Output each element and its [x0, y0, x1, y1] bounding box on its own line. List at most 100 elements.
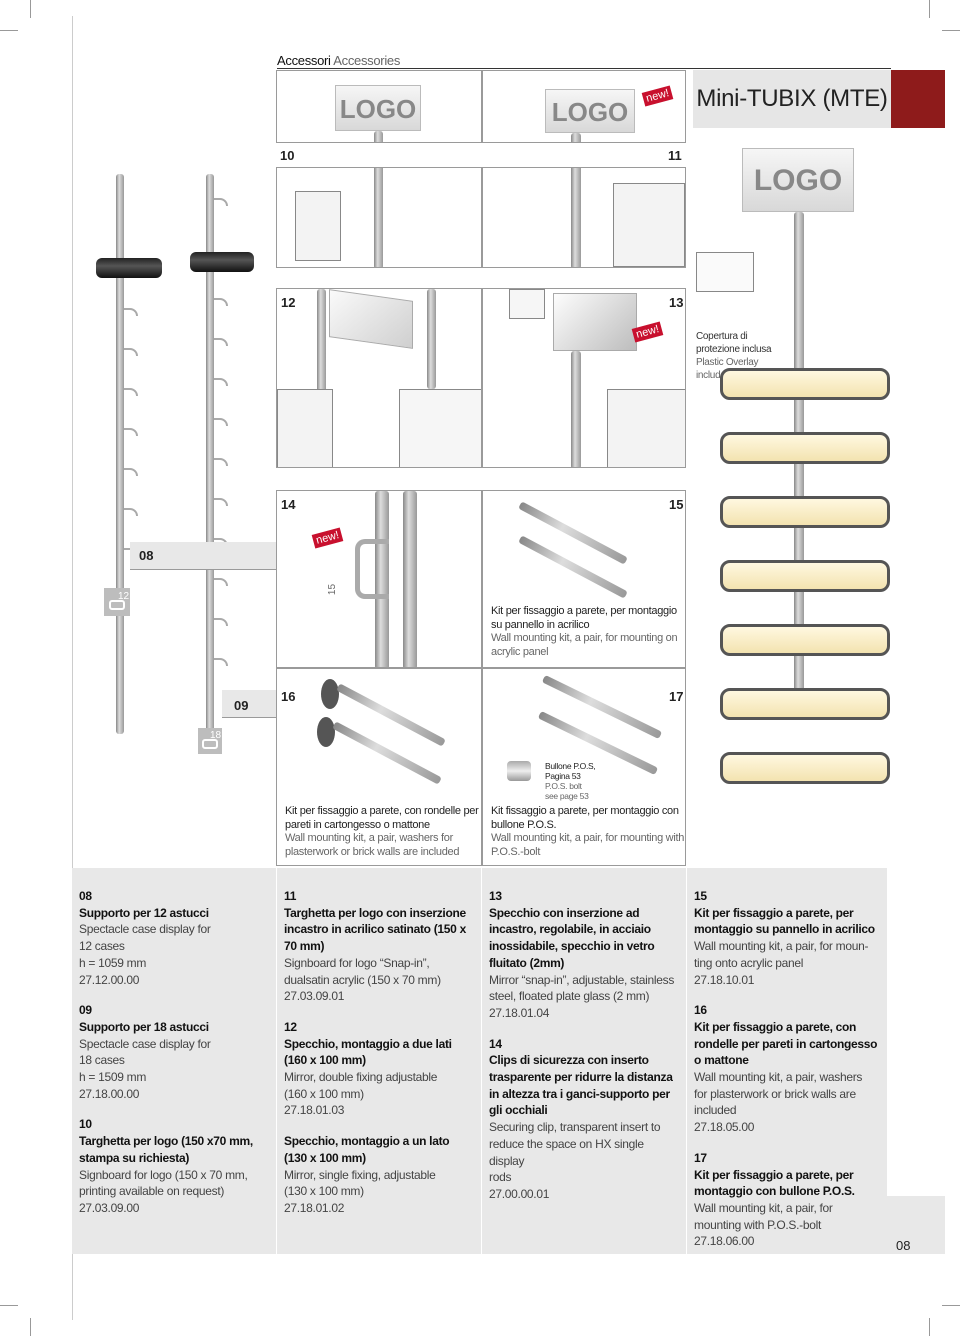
- security-clip: [355, 539, 389, 599]
- panel-number-10: 10: [280, 148, 295, 163]
- item-desc-line: Spectacle case display for: [79, 922, 211, 937]
- dim-label-12: 12: [118, 591, 130, 602]
- detail-inset: [509, 289, 545, 319]
- page-title: Mini-TUBIX (MTE): [693, 70, 891, 128]
- item-desc-line: included: [694, 1103, 737, 1118]
- item-title-it: Supporto per 12 astucci: [79, 905, 209, 920]
- product-image-racks: [80, 158, 276, 868]
- item-number: 13: [489, 889, 502, 903]
- glasses-image: [720, 624, 890, 656]
- item-desc-line: Wall mounting kit, a pair, for: [694, 1200, 833, 1215]
- panel-number-11: 11: [668, 148, 682, 163]
- hook: [214, 578, 228, 586]
- panel-10: 10 LOGO: [276, 70, 482, 268]
- kit17-en-1: Wall mounting kit, a pair, for mounting …: [491, 832, 685, 844]
- dim-badge-12: 12: [104, 588, 130, 616]
- item-desc-line: (130 x 100 mm): [284, 1184, 364, 1199]
- item-title-it: Targhetta per logo (150 x70 mm, stampa s…: [79, 1134, 253, 1165]
- display-rod: [571, 133, 581, 267]
- hook: [124, 428, 138, 436]
- item-desc-line: Mirror, single fixing, adjustable: [284, 1167, 436, 1182]
- item-title-it: Specchio, montaggio a due lati (160 x 10…: [284, 1036, 452, 1068]
- panel-15: 15 Kit per fissaggio a parete, per monta…: [482, 490, 686, 668]
- overlay-it-2: protezione inclusa: [696, 344, 772, 355]
- item-number: 09: [79, 1003, 92, 1018]
- header-rule: [277, 68, 891, 69]
- item-title-it: Kit per fissaggio a parete, per montaggi…: [694, 1167, 855, 1199]
- overlay-en-2: included: [696, 370, 731, 381]
- overlay-caption: Copertura di protezione inclusa Plastic …: [696, 330, 772, 382]
- hook: [214, 498, 228, 506]
- kit15-caption: Kit per fissaggio a parete, per montaggi…: [491, 605, 678, 659]
- glasses-image: [720, 496, 890, 528]
- overlay-en-1: Plastic Overlay: [696, 357, 759, 368]
- panel-number-09: 09: [234, 698, 249, 713]
- section-en: Accessories: [333, 53, 401, 68]
- col-spacer: [887, 868, 945, 1196]
- spacer: [694, 1136, 880, 1150]
- item-desc-line: 27.18.05.00: [694, 1120, 755, 1135]
- margin-guide: [72, 16, 73, 1320]
- wall-kit-rod: [518, 501, 628, 565]
- crop-mark: [942, 30, 960, 31]
- item-desc-line: 12 cases: [79, 939, 125, 954]
- kit15-en-1: Wall mounting kit, a pair, for mounting …: [491, 632, 678, 644]
- rack-rod-09: [206, 174, 214, 734]
- kit16-caption: Kit per fissaggio a parete, con rondelle…: [285, 805, 479, 859]
- item-desc-line: 27.18.01.04: [489, 1005, 550, 1020]
- kit17-en-2: P.O.S.-bolt: [491, 845, 541, 858]
- logo-sign-large: LOGO: [742, 148, 854, 212]
- kit15-it-1: Kit per fissaggio a parete, per montaggi…: [491, 605, 677, 617]
- item-desc-line: for plasterwork or brick walls are: [694, 1086, 856, 1101]
- page-number: 08: [896, 1238, 911, 1253]
- item-title-it: Specchio con inserzione ad incastro, reg…: [489, 905, 655, 970]
- dim-label-18: 18: [210, 730, 222, 741]
- item-number: 14: [489, 1036, 502, 1051]
- item-desc-line: Mirror, double fixing adjustable: [284, 1070, 438, 1085]
- pos-bolt-image: [507, 761, 531, 781]
- item-number: 17: [694, 1150, 707, 1165]
- detail-inset: [607, 389, 685, 467]
- wall-kit-rod: [541, 674, 663, 740]
- crop-mark: [0, 30, 18, 31]
- label-box-08: 08: [130, 542, 277, 570]
- kit17-it-2: bullone P.O.S.: [491, 818, 557, 831]
- item-desc-line: Signboard for logo (150 x 70 mm,: [79, 1167, 248, 1182]
- overlay-inset: [696, 252, 754, 292]
- washer: [317, 717, 335, 747]
- rack-rod-08: [116, 174, 124, 734]
- case-icon: [202, 739, 218, 749]
- panel-number-14: 14: [281, 497, 296, 512]
- item-desc-line: h = 1059 mm: [79, 955, 147, 970]
- new-badge: new!: [641, 85, 674, 107]
- item-desc-line: mounting with P.O.S.-bolt: [694, 1217, 822, 1232]
- page-tab: 08: [887, 1196, 945, 1254]
- display-rod: [375, 491, 389, 667]
- kit16-en-1: Wall mounting kit, a pair, washers for: [285, 832, 453, 844]
- item-desc-line: h = 1509 mm: [79, 1070, 147, 1085]
- detail-inset: [295, 191, 341, 261]
- glasses-image: [720, 560, 890, 592]
- panel-17: 17 Bullone P.O.S, Pagina 53 P.O.S. bolt …: [482, 668, 686, 866]
- item-desc-line: 27.12.00.00: [79, 972, 140, 987]
- spacer: [489, 1022, 679, 1036]
- hook: [124, 308, 138, 316]
- kit15-it-2: su pannello in acrilico: [491, 618, 590, 631]
- item-desc-line: steel, floated plate glass (2 mm): [489, 989, 650, 1004]
- new-badge: new!: [311, 527, 344, 549]
- item-desc-line: Wall mounting kit, a pair, washers: [694, 1070, 863, 1085]
- item-desc-line: rods: [489, 1170, 512, 1185]
- hook: [214, 458, 228, 466]
- detail-inset: [613, 183, 685, 267]
- item-number: 10: [79, 1117, 92, 1132]
- item-number: 12: [284, 1019, 297, 1034]
- item-title-it: Kit per fissaggio a parete, per montaggi…: [694, 905, 875, 937]
- label-box-09: 09: [222, 690, 277, 718]
- item-desc-line: printing available on request): [79, 1184, 225, 1199]
- display-rod: [403, 491, 417, 667]
- crop-mark: [942, 1305, 960, 1306]
- crop-mark: [929, 1318, 930, 1336]
- display-rod: [317, 289, 326, 467]
